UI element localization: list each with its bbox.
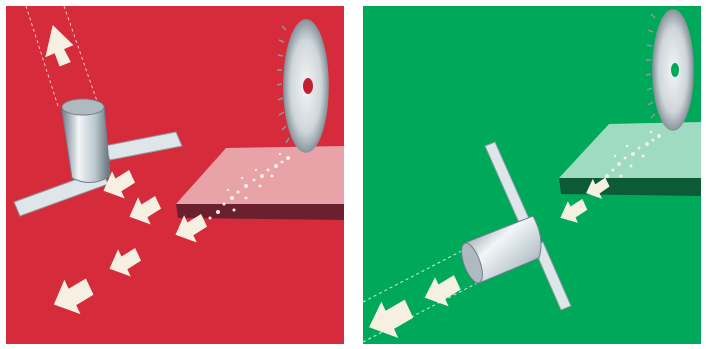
panel-green [363, 6, 701, 344]
panel-red-svg [6, 6, 344, 344]
panel-red [6, 6, 344, 344]
panel-green-svg [363, 6, 701, 344]
